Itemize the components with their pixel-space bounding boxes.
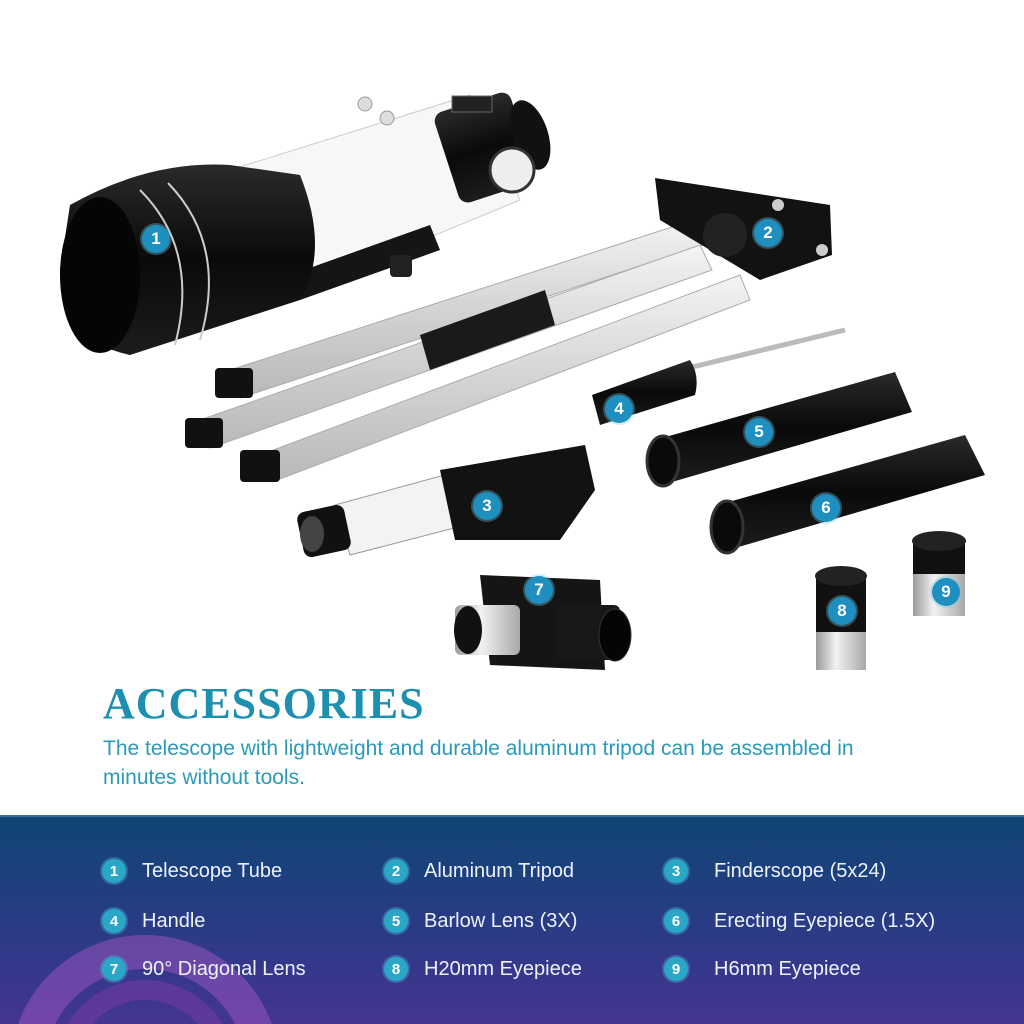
number-badge-icon: 8	[384, 957, 408, 981]
number-badge-icon: 6	[664, 909, 688, 933]
number-badge-icon: 5	[384, 909, 408, 933]
legend-item-erecting-eyepiece: 6 Erecting Eyepiece (1.5X)	[664, 909, 935, 933]
legend-item-telescope-tube: 1 Telescope Tube	[102, 859, 282, 883]
panel-divider	[0, 815, 1024, 817]
number-badge-icon: 3	[664, 859, 688, 883]
callout-badge-7: 7	[525, 576, 553, 604]
diagonal-lens	[454, 575, 632, 670]
legend-label: Barlow Lens (3X)	[424, 909, 578, 932]
aluminum-tripod	[185, 178, 832, 483]
legend-item-handle: 4 Handle	[102, 909, 205, 933]
number-badge-icon: 9	[664, 957, 688, 981]
number-badge-icon: 7	[102, 957, 126, 981]
telescope-tube	[60, 92, 551, 355]
callout-badge-1: 1	[142, 225, 170, 253]
legend-panel: 1 Telescope Tube 2 Aluminum Tripod 3 Fin…	[0, 815, 1024, 1024]
legend-item-h6mm-eyepiece: 9 H6mm Eyepiece	[664, 957, 861, 981]
legend-label: H6mm Eyepiece	[714, 957, 861, 980]
legend-label: Finderscope (5x24)	[714, 859, 887, 882]
legend-item-barlow-lens: 5 Barlow Lens (3X)	[384, 909, 577, 933]
number-badge-icon: 1	[102, 859, 126, 883]
legend-label: Telescope Tube	[142, 859, 283, 882]
callout-badge-2: 2	[754, 219, 782, 247]
eyepiece-h20mm	[815, 566, 867, 670]
legend-label: H20mm Eyepiece	[424, 957, 582, 980]
callout-badge-5: 5	[745, 418, 773, 446]
legend-item-h20mm-eyepiece: 8 H20mm Eyepiece	[384, 957, 582, 981]
callout-badge-3: 3	[473, 492, 501, 520]
callout-badge-4: 4	[605, 395, 633, 423]
accessories-description: The telescope with lightweight and durab…	[103, 737, 854, 789]
erecting-eyepiece	[709, 435, 985, 555]
callout-badge-9: 9	[932, 578, 960, 606]
finderscope	[297, 445, 595, 557]
legend-label: 90° Diagonal Lens	[142, 957, 306, 980]
number-badge-icon: 2	[384, 859, 408, 883]
number-badge-icon: 4	[102, 909, 126, 933]
legend-label: Aluminum Tripod	[424, 859, 575, 882]
product-image: 1 2 3 4 5 6 7 8 9	[60, 92, 985, 670]
component-legend: 1 Telescope Tube 2 Aluminum Tripod 3 Fin…	[0, 815, 1024, 1024]
legend-label: Handle	[142, 909, 206, 932]
callout-badge-8: 8	[828, 597, 856, 625]
callout-badge-6: 6	[812, 494, 840, 522]
legend-item-diagonal-lens: 7 90° Diagonal Lens	[102, 957, 306, 981]
legend-item-finderscope: 3 Finderscope (5x24)	[664, 859, 886, 883]
barlow-lens	[645, 372, 912, 488]
accessories-heading: ACCESSORIES	[103, 679, 425, 728]
legend-item-aluminum-tripod: 2 Aluminum Tripod	[384, 859, 574, 883]
telescope-kit-illustration	[60, 92, 985, 670]
legend-label: Erecting Eyepiece (1.5X)	[714, 909, 936, 932]
